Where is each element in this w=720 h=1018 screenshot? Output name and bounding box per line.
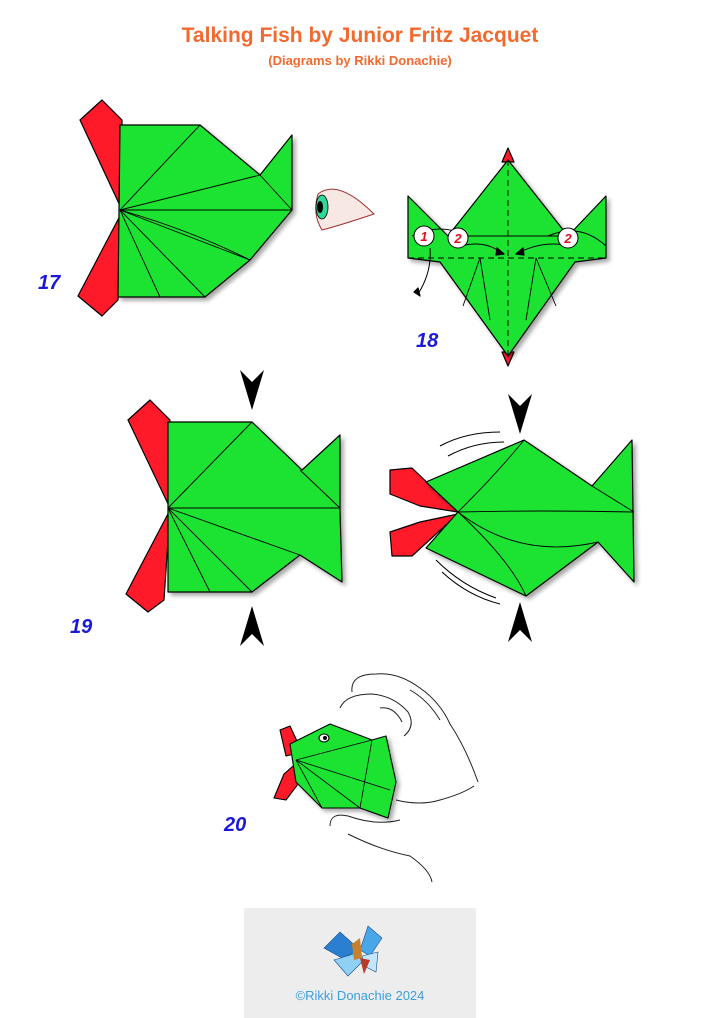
mouth-bottom-lip (389, 513, 459, 557)
step-number-20: 20 (224, 814, 247, 836)
step-19-open-push-arrows (508, 394, 532, 642)
copyright-credit: ©Rikki Donachie 2024 (295, 988, 425, 1003)
step-19-fish-open (389, 439, 635, 597)
step-number-18: 18 (416, 330, 439, 352)
fold-marker-2-left: 2 (447, 227, 469, 249)
view-from-eye-icon (315, 188, 375, 231)
fold-marker-1: 1 (413, 225, 435, 247)
motion-lines (435, 431, 505, 605)
step-19-tail-top (127, 399, 171, 509)
step-number-19: 19 (70, 616, 93, 638)
push-arrow-down-icon (240, 370, 264, 410)
fold-marker-1-label: 1 (420, 229, 427, 244)
fold-marker-2-left-label: 2 (453, 231, 462, 246)
step-19-open-body (425, 439, 635, 597)
push-arrow-up-2-icon (508, 602, 532, 642)
step-17-tail-top (79, 99, 123, 211)
push-arrow-up-icon (240, 606, 264, 646)
step-19-tail-bottom (125, 509, 171, 613)
step-19-body (167, 421, 343, 593)
fold-marker-2-right: 2 (557, 227, 579, 249)
step-17-fish (77, 99, 293, 317)
step-20-fish (273, 723, 397, 819)
butterfly-logo-icon (323, 925, 383, 977)
step-19-push-arrows (240, 370, 264, 646)
step-number-17: 17 (38, 272, 61, 294)
step-17-tail-bottom (77, 211, 123, 317)
step-18-body (407, 159, 607, 357)
push-arrow-down-2-icon (508, 394, 532, 434)
diagram-title: Talking Fish by Junior Fritz Jacquet (181, 24, 539, 47)
step-20-body (289, 723, 397, 819)
mouth-top-lip (389, 467, 459, 513)
step-17-body (117, 124, 293, 298)
diagram-subtitle: (Diagrams by Rikki Donachie) (268, 53, 452, 68)
step-19-fish-closed (125, 399, 343, 613)
credit-box: ©Rikki Donachie 2024 (244, 908, 476, 1018)
step-18-markers: 1 2 2 (413, 225, 579, 249)
step-20-hand (329, 673, 479, 883)
fold-marker-2-right-label: 2 (563, 231, 572, 246)
